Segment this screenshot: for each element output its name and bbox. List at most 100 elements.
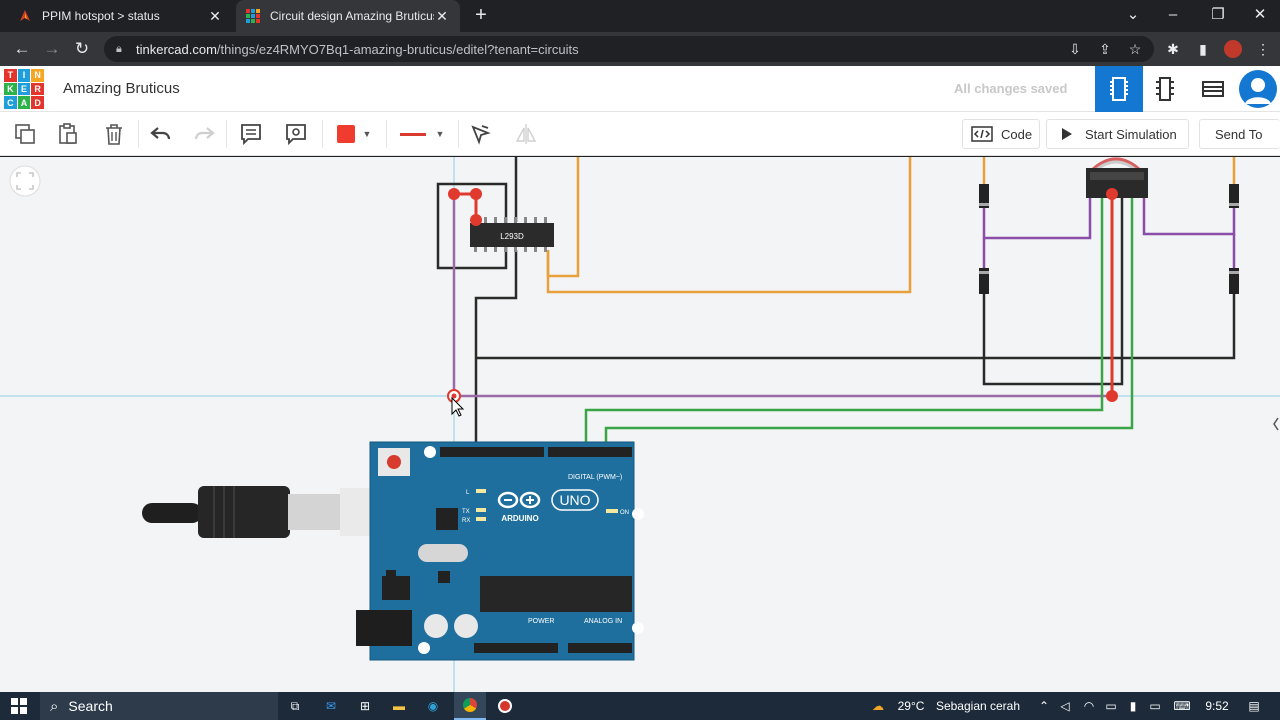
table-list-icon (1202, 81, 1224, 97)
notes-button[interactable] (235, 119, 267, 149)
paste-icon (59, 123, 77, 144)
weather-icon[interactable]: ☁ (872, 699, 884, 713)
close-window-icon[interactable]: ✕ (1253, 6, 1267, 23)
address-bar[interactable]: 🔒︎ tinkercad.com/things/ez4RMYO7Bq1-amaz… (104, 36, 1154, 62)
send-to-button[interactable]: Send To (1199, 119, 1280, 149)
new-tab-button[interactable]: + (475, 4, 487, 26)
wire-endpoint[interactable] (1106, 390, 1118, 402)
notifications-icon[interactable]: ▤ (1248, 699, 1260, 713)
code-icon (971, 126, 993, 142)
share-icon[interactable]: ⇪ (1099, 41, 1111, 57)
redo-button[interactable] (188, 119, 220, 149)
side-panel-icon[interactable]: ▮ (1199, 41, 1207, 57)
edge-browser-icon[interactable]: ◉ (427, 699, 439, 713)
wire-endpoint[interactable] (470, 214, 482, 226)
speaker-icon[interactable]: ◁ (1060, 699, 1070, 713)
weather-desc[interactable]: Sebagian cerah (935, 699, 1021, 713)
diode[interactable] (979, 184, 989, 208)
chevron-down-icon: ▼ (362, 129, 372, 139)
mail-icon[interactable]: ✉ (325, 699, 337, 713)
camera-icon[interactable]: ▭ (1105, 699, 1117, 713)
circuit-canvas[interactable]: L293D (0, 157, 1280, 692)
lock-icon: 🔒︎ (116, 42, 122, 55)
user-icon (1245, 78, 1271, 104)
copy-button[interactable] (9, 119, 41, 149)
component-list-button[interactable] (1189, 66, 1237, 112)
logo-tile: R (31, 82, 44, 96)
user-avatar[interactable] (1239, 70, 1277, 108)
clock[interactable]: 9:52 (1205, 699, 1229, 713)
store-icon[interactable]: ⊞ (359, 699, 371, 713)
wire-endpoint[interactable] (470, 188, 482, 200)
start-simulation-button[interactable]: Start Simulation (1046, 119, 1189, 149)
wire-orange (546, 157, 580, 278)
notes-visibility-button[interactable] (280, 119, 312, 149)
weather-temp[interactable]: 29°C (897, 699, 925, 713)
wire-endpoint[interactable] (1106, 188, 1118, 200)
code-button[interactable]: Code (962, 119, 1040, 149)
chrome-taskbar-icon[interactable] (454, 692, 486, 720)
diode[interactable] (979, 268, 989, 294)
diode[interactable] (1229, 184, 1239, 208)
usb-cable[interactable] (142, 486, 408, 538)
redo-icon (194, 127, 215, 140)
diode[interactable] (1229, 268, 1239, 294)
components-panel-handle-icon[interactable] (1273, 417, 1279, 431)
wire-type-picker[interactable]: ▼ (392, 119, 452, 149)
wire-endpoint[interactable] (448, 188, 460, 200)
battery-icon[interactable]: ▭ (1149, 699, 1161, 713)
close-icon[interactable]: ✕ (209, 7, 221, 24)
logo-tile: E (17, 82, 31, 96)
eye-note-icon (286, 124, 306, 146)
browser-menu-icon[interactable]: ⋮ (1256, 41, 1270, 57)
tab-search-chevron-icon[interactable]: ⌄ (1126, 6, 1140, 23)
arduino-uno-board[interactable]: DIGITAL (PWM~) UNO ARDUINO L TX RX ON (356, 441, 644, 661)
file-explorer-icon[interactable]: ▬ (393, 699, 405, 713)
undo-button[interactable] (145, 119, 177, 149)
install-app-icon[interactable]: ⇩ (1069, 41, 1081, 57)
l293d-chip[interactable]: L293D (470, 217, 554, 252)
schematic-view-button[interactable] (1141, 66, 1189, 112)
logo-tile: I (17, 69, 31, 82)
tab-title: PPIM hotspot > status (42, 9, 160, 23)
microphone-icon[interactable]: ▮ (1129, 699, 1137, 713)
back-arrow-icon[interactable]: ← (13, 39, 31, 58)
logo-tile: K (4, 82, 17, 96)
taskbar-search-box[interactable]: ⌕ Search (40, 692, 278, 720)
wire-green (604, 198, 1134, 447)
reload-icon[interactable]: ↻ (74, 39, 90, 58)
logo-tile: D (31, 96, 44, 109)
tab-circuit-design[interactable]: Circuit design Amazing Bruticus | ✕ (236, 0, 460, 32)
delete-button[interactable] (98, 119, 130, 149)
fit-view-icon[interactable] (9, 165, 41, 197)
led-rx-label: RX (462, 518, 470, 524)
paste-button[interactable] (52, 119, 84, 149)
start-button[interactable] (0, 692, 38, 720)
rotate-button[interactable] (464, 119, 496, 149)
url-path: /things/ez4RMYO7Bq1-amazing-bruticus/edi… (216, 41, 579, 57)
circuit-view-button[interactable] (1095, 66, 1143, 112)
wire-color-picker[interactable]: ▼ (328, 119, 380, 149)
recorder-icon[interactable] (492, 692, 518, 720)
motor-connector[interactable] (1086, 157, 1148, 198)
wifi-icon[interactable]: ◠ (1083, 699, 1095, 713)
close-icon[interactable]: ✕ (436, 7, 448, 24)
forward-arrow-icon[interactable]: → (43, 39, 61, 58)
keyboard-icon[interactable]: ⌨ (1173, 699, 1191, 713)
bookmark-star-icon[interactable]: ☆ (1128, 41, 1142, 57)
restore-icon[interactable]: ❐ (1211, 6, 1225, 23)
extensions-puzzle-icon[interactable]: ✱ (1167, 41, 1179, 57)
circuit-icon (1110, 77, 1128, 101)
logo-tile: C (4, 96, 17, 109)
copy-icon (15, 124, 35, 144)
chevron-up-icon[interactable]: ⌃ (1038, 699, 1050, 713)
profile-avatar[interactable] (1222, 37, 1244, 61)
minimize-icon[interactable]: – (1168, 6, 1178, 23)
digital-label: DIGITAL (PWM~) (568, 474, 622, 481)
task-view-icon[interactable]: ⧉ (290, 698, 300, 713)
project-title[interactable]: Amazing Bruticus (63, 80, 180, 97)
flip-button[interactable] (510, 119, 542, 149)
tab-ppim-hotspot[interactable]: PPIM hotspot > status ✕ (8, 0, 233, 32)
